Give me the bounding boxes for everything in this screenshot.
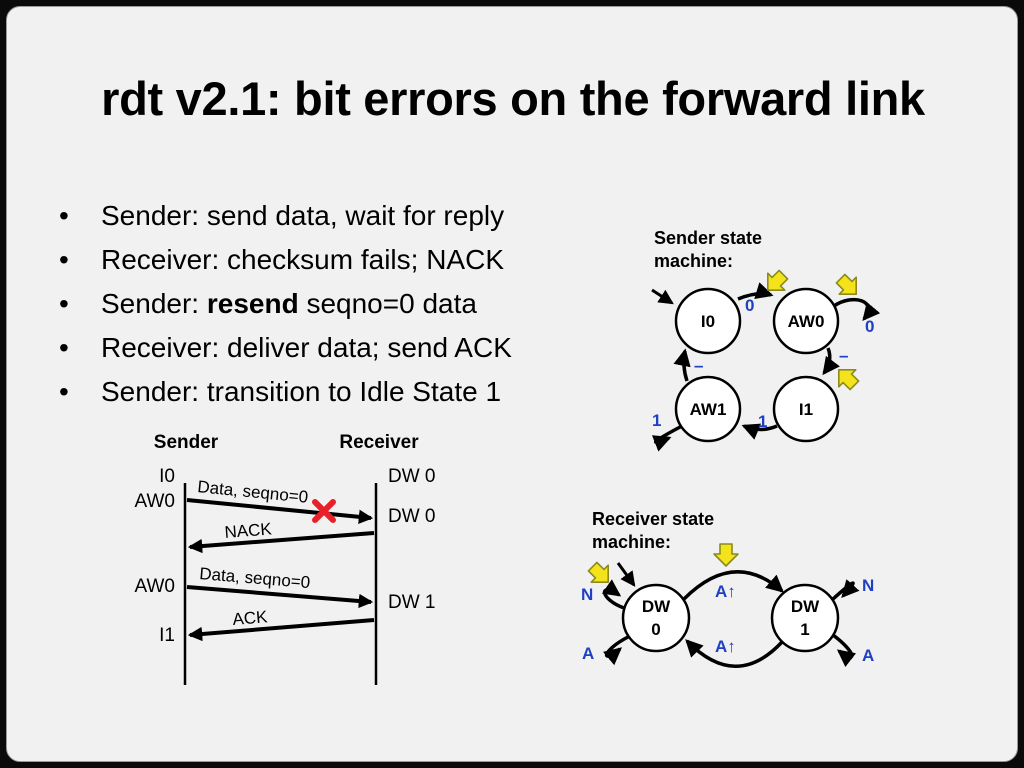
receiver-state-label: DW 0: [388, 466, 436, 487]
self-loop-arrow: [601, 579, 625, 610]
state-label: I1: [799, 400, 813, 419]
transition-label: A↑: [715, 637, 736, 656]
bullet-text: Receiver: deliver data; send ACK: [101, 332, 512, 363]
self-loop-arrow: [831, 633, 857, 668]
bullet-text: Sender: transition to Idle State 1: [101, 376, 502, 407]
bullet-list: • Sender: send data, wait for reply • Rece…: [59, 194, 512, 414]
bullet-dot: •: [59, 288, 69, 319]
bullet-text: Sender: send data, wait for reply: [101, 200, 505, 231]
state-node: [770, 583, 840, 653]
data-message-arrow: [186, 498, 374, 524]
transition-arrow: [673, 348, 691, 382]
receiver-fsm-title: Receiver state: [592, 509, 714, 529]
state-label: I0: [701, 312, 715, 331]
state-node: [772, 375, 840, 443]
transition-arrow: [741, 423, 778, 440]
state-node: [674, 287, 742, 355]
receiver-state-label: DW 1: [388, 592, 436, 613]
sender-state-label: I0: [159, 466, 175, 487]
transition-label: N: [862, 576, 874, 595]
state-label: 1: [800, 620, 809, 639]
bullet-item: • Sender: send data, wait for reply: [59, 194, 512, 238]
slide: rdt v2.1: bit errors on the forward link…: [6, 6, 1018, 762]
state-label: DW: [642, 597, 671, 616]
transition-label: –: [839, 346, 848, 365]
transition-label: A: [862, 646, 874, 665]
receiver-state-machine: Receiver state machine: DW 0 DW 1 A↑ A↑ …: [581, 509, 874, 668]
state-label: AW0: [788, 312, 825, 331]
timeline-diagram: Sender Receiver I0 AW0 AW0 I1 DW 0 DW 0 …: [135, 432, 436, 685]
state-label: DW: [791, 597, 820, 616]
sender-state-label: AW0: [135, 576, 175, 597]
transition-label: N: [581, 585, 593, 604]
bullet-item: • Sender: transition to Idle State 1: [59, 370, 512, 414]
receiver-header: Receiver: [339, 432, 419, 453]
sender-fsm-title: Sender state: [654, 228, 762, 248]
state-label: 0: [651, 620, 660, 639]
slide-title: rdt v2.1: bit errors on the forward link: [101, 72, 925, 125]
transition-label: 0: [745, 296, 754, 315]
transition-arrow: [737, 282, 774, 301]
self-loop-arrow: [651, 424, 683, 452]
transition-label: A: [582, 644, 594, 663]
sender-state-label: I1: [159, 625, 175, 646]
message-label: NACK: [224, 519, 273, 542]
bullet-text: Sender:: [101, 288, 207, 319]
bullet-dot: •: [59, 244, 69, 275]
current-state-marker-icon: [713, 543, 739, 567]
self-loop-arrow: [833, 297, 881, 322]
lost-marker-icon: [312, 499, 336, 523]
bullet-bold-text: resend: [206, 288, 299, 319]
transition-label: –: [694, 356, 703, 375]
bullet-item: • Sender: resend seqno=0 data: [59, 282, 512, 326]
transition-label: 1: [652, 411, 661, 430]
bullet-dot: •: [59, 332, 69, 363]
sender-fsm-title: machine:: [654, 251, 733, 271]
sender-state-label: AW0: [135, 491, 175, 512]
transition-label: 0: [865, 317, 874, 336]
bullet-item: • Receiver: checksum fails; NACK: [59, 238, 512, 282]
transition-arrow: [682, 570, 784, 601]
current-state-marker-icon: [829, 360, 864, 395]
transition-label: 1: [758, 412, 767, 431]
sender-header: Sender: [154, 432, 219, 453]
state-node: [674, 375, 742, 443]
self-loop-arrow: [602, 635, 629, 666]
ack-message-arrow: [187, 618, 375, 642]
message-label: ACK: [232, 607, 269, 629]
start-arrow: [651, 288, 674, 305]
state-node: [772, 287, 840, 355]
bullet-dot: •: [59, 200, 69, 231]
transition-label: A↑: [715, 582, 736, 601]
data-message-arrow: [186, 585, 374, 609]
state-node: [621, 583, 691, 653]
nack-message-arrow: [187, 531, 375, 554]
receiver-state-label: DW 0: [388, 506, 436, 527]
start-arrow: [616, 562, 636, 587]
transition-arrow: [822, 347, 840, 376]
receiver-fsm-title: machine:: [592, 532, 671, 552]
current-state-marker-icon: [831, 269, 866, 304]
bullet-text: Receiver: checksum fails; NACK: [101, 244, 505, 275]
transition-arrow: [685, 639, 784, 668]
self-loop-arrow: [831, 579, 860, 601]
sender-state-machine: Sender state machine: I0 AW0 I1 AW1 0 0 …: [651, 228, 881, 452]
diagrams: Sender Receiver I0 AW0 AW0 I1 DW 0 DW 0 …: [135, 228, 881, 685]
bullet-item: • Receiver: deliver data; send ACK: [59, 326, 512, 370]
state-label: AW1: [690, 400, 727, 419]
bullet-text-suffix: seqno=0 data: [298, 288, 477, 319]
bullet-dot: •: [59, 376, 69, 407]
